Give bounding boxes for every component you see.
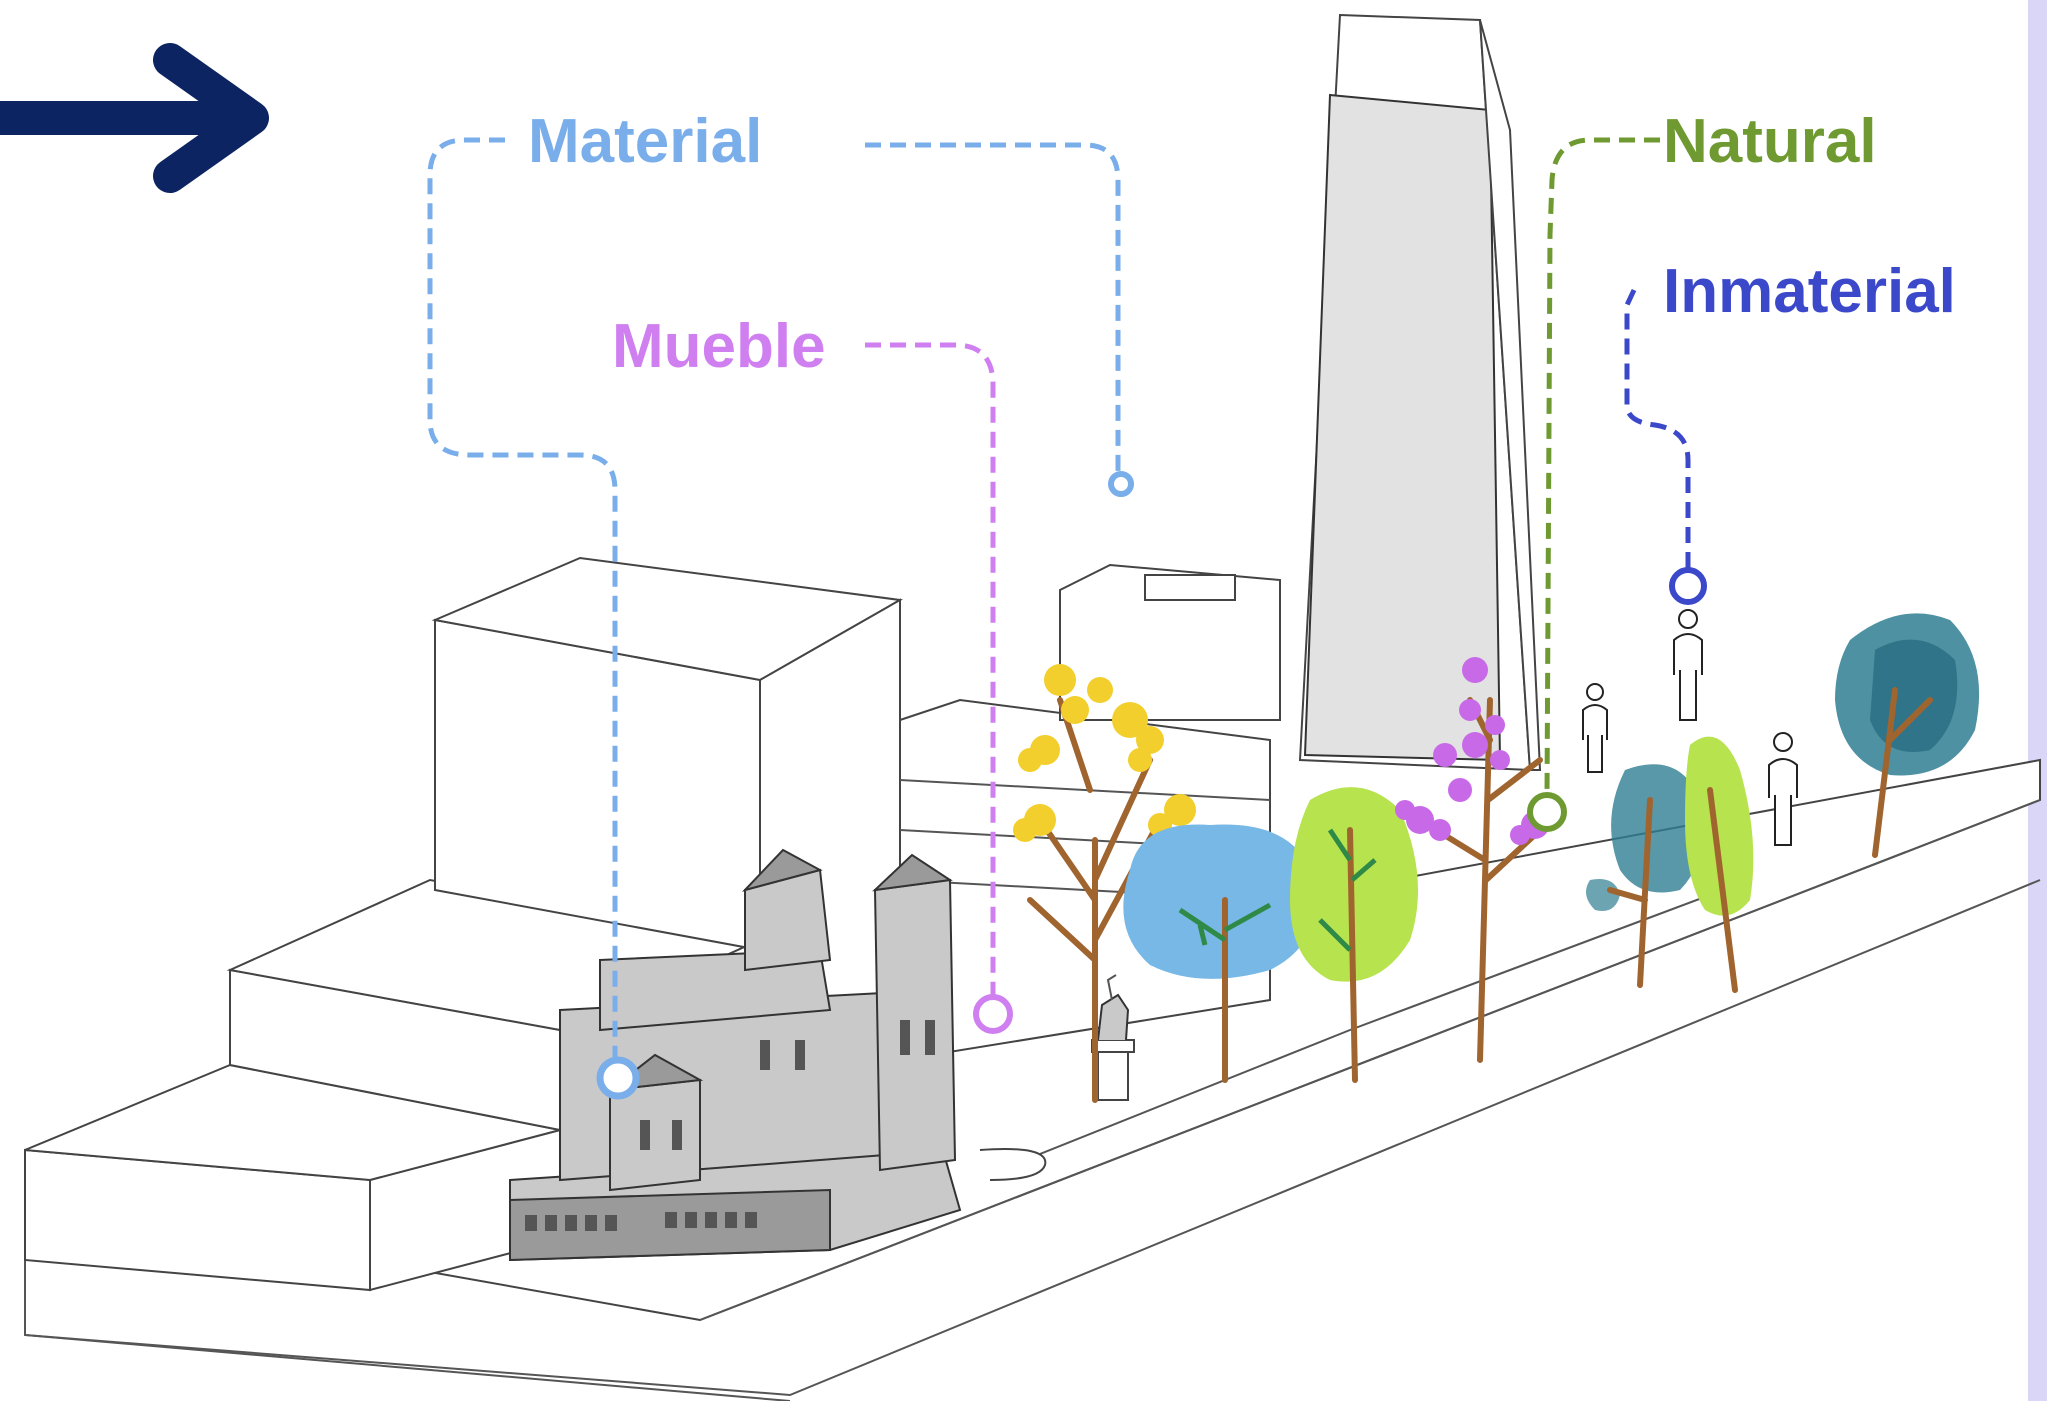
church-building-icon xyxy=(509,848,1047,1262)
skyscraper xyxy=(1298,13,1542,772)
equestrian-statue-icon xyxy=(1091,974,1135,1101)
natural-leader-line xyxy=(1544,137,1660,796)
tree-magenta xyxy=(1395,657,1549,1063)
tree-teal-small xyxy=(1586,764,1703,988)
tree-blue xyxy=(1123,824,1315,1083)
material-marker xyxy=(1108,471,1134,497)
person-icon xyxy=(1582,683,1608,773)
arrow-right-icon xyxy=(0,43,269,193)
inmaterial-leader-line xyxy=(1624,288,1691,570)
label-material: Material xyxy=(528,107,762,176)
person-icon xyxy=(1673,609,1703,721)
inmaterial-marker xyxy=(1669,567,1707,605)
material-marker xyxy=(596,1056,640,1100)
material-leader-line xyxy=(427,137,1121,1075)
tree-teal-large xyxy=(1835,613,1980,858)
person-icon xyxy=(1768,732,1798,846)
label-mueble: Mueble xyxy=(612,312,826,381)
mueble-marker xyxy=(973,994,1013,1034)
mueble-leader-line xyxy=(865,342,996,1000)
right-edge-band xyxy=(2028,0,2047,1401)
tree-yellow xyxy=(1013,664,1196,1103)
natural-marker xyxy=(1527,792,1567,832)
tree-lime-tall xyxy=(1685,736,1754,993)
label-natural: Natural xyxy=(1663,107,1877,176)
tree-lime xyxy=(1290,787,1418,1083)
label-inmaterial: Inmaterial xyxy=(1663,257,1956,326)
